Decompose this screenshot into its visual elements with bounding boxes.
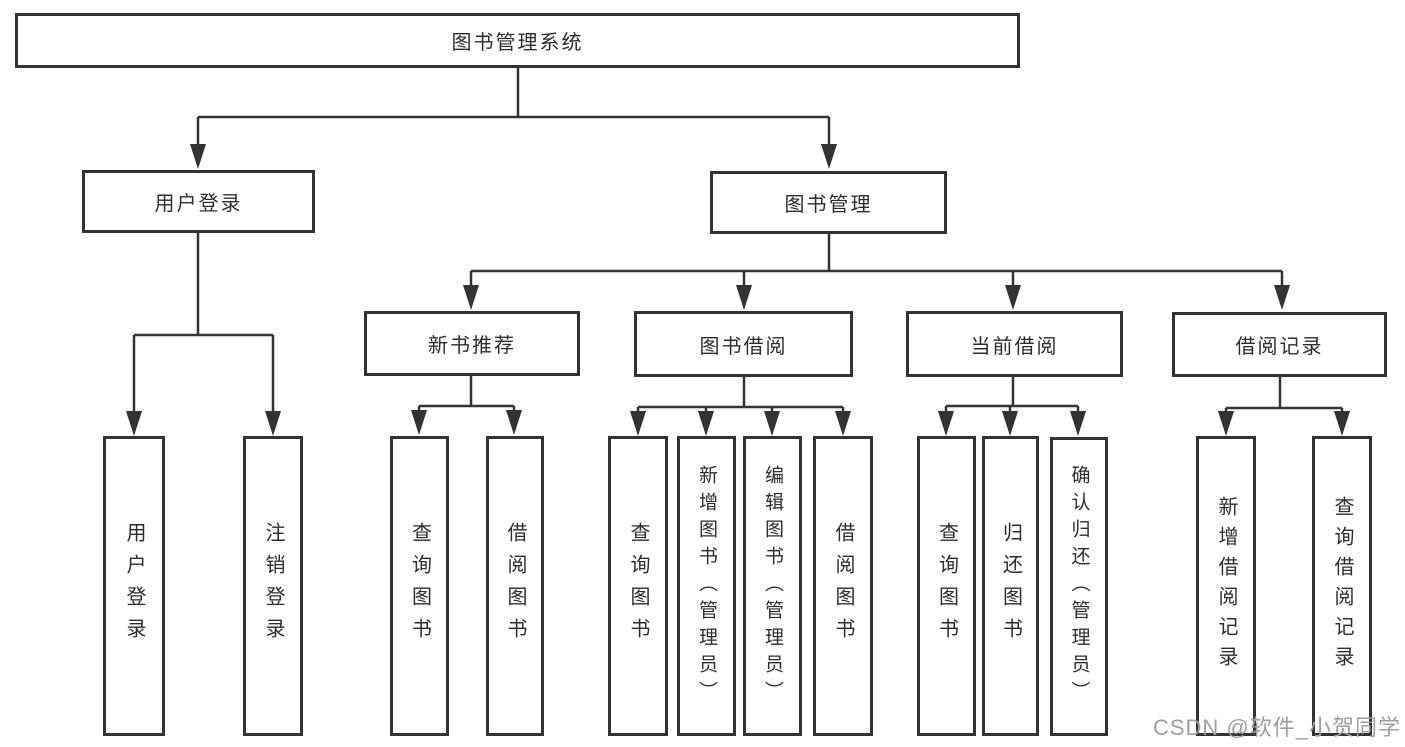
arrow-down-icon — [411, 410, 427, 435]
edge-borrow-records-children — [1224, 377, 1344, 420]
node-book-management-system: 图书管理系统 — [15, 13, 1020, 68]
node-leaf-query-borrow-record: 查询借阅记录 — [1312, 436, 1372, 736]
csdn-watermark: CSDN @软件_小贺同学 — [1152, 715, 1401, 740]
arrow-down-icon — [938, 411, 954, 436]
arrow-down-icon — [764, 411, 780, 436]
node-user-login: 用户登录 — [82, 170, 315, 233]
node-leaf-user-login: 用户登录 — [103, 436, 165, 736]
node-leaf-edit-book-admin: 编辑图书（管理员） — [743, 436, 802, 736]
arrow-down-icon — [835, 411, 851, 436]
leaf-label: 编辑图书（管理员） — [762, 464, 783, 708]
node-leaf-add-book-admin: 新增图书（管理员） — [677, 436, 736, 736]
arrow-down-icon — [126, 411, 142, 436]
node-leaf-logout: 注销登录 — [243, 436, 303, 736]
node-leaf-add-borrow-record: 新增借阅记录 — [1196, 436, 1256, 736]
node-leaf-confirm-return-admin: 确认归还（管理员） — [1050, 437, 1108, 736]
arrow-down-icon — [821, 144, 837, 169]
node-leaf-query-books-current: 查询图书 — [917, 436, 976, 736]
leaf-label: 归还图书 — [999, 522, 1022, 650]
arrow-down-icon — [1070, 411, 1086, 436]
node-leaf-borrow-books-recommend: 借阅图书 — [486, 436, 544, 736]
node-leaf-return-book: 归还图书 — [982, 436, 1039, 736]
arrowheads — [126, 144, 1350, 436]
leaf-label: 注销登录 — [262, 522, 284, 650]
arrow-down-icon — [1274, 285, 1290, 310]
leaf-label: 借阅图书 — [504, 522, 526, 650]
leaf-label: 借阅图书 — [832, 522, 854, 650]
arrow-down-icon — [1005, 285, 1021, 310]
edge-new-book-recommend-children — [417, 376, 516, 420]
leaf-label: 查询借阅记录 — [1331, 496, 1353, 676]
arrow-down-icon — [1002, 411, 1018, 436]
node-book-management: 图书管理 — [710, 171, 947, 234]
leaf-label: 新增借阅记录 — [1215, 496, 1237, 676]
leaf-label: 确认归还（管理员） — [1068, 465, 1090, 708]
node-current-borrow: 当前借阅 — [906, 311, 1123, 377]
leaf-label: 查询图书 — [627, 522, 649, 650]
arrow-down-icon — [265, 411, 281, 436]
edge-book-borrow-children — [636, 377, 845, 420]
leaf-label: 查询图书 — [935, 522, 958, 650]
arrow-down-icon — [506, 410, 522, 435]
node-new-book-recommend: 新书推荐 — [364, 311, 580, 376]
leaf-label: 查询图书 — [408, 522, 431, 650]
node-leaf-borrow-books: 借阅图书 — [813, 436, 873, 736]
arrow-down-icon — [630, 411, 646, 436]
node-leaf-query-books-borrow: 查询图书 — [608, 436, 668, 736]
edge-root-to-level2 — [196, 68, 831, 150]
node-book-borrow: 图书借阅 — [634, 311, 853, 377]
edge-book-management-children — [469, 234, 1284, 294]
arrow-down-icon — [1334, 411, 1350, 436]
node-borrow-records: 借阅记录 — [1172, 312, 1387, 377]
arrow-down-icon — [698, 411, 714, 436]
node-leaf-query-books-recommend: 查询图书 — [390, 436, 449, 736]
leaf-label: 用户登录 — [123, 522, 145, 650]
edge-user-login-children — [132, 233, 275, 418]
arrow-down-icon — [190, 144, 206, 169]
arrow-down-icon — [736, 285, 752, 310]
leaf-label: 新增图书（管理员） — [696, 464, 717, 708]
arrow-down-icon — [1218, 411, 1234, 436]
arrow-down-icon — [463, 285, 479, 310]
